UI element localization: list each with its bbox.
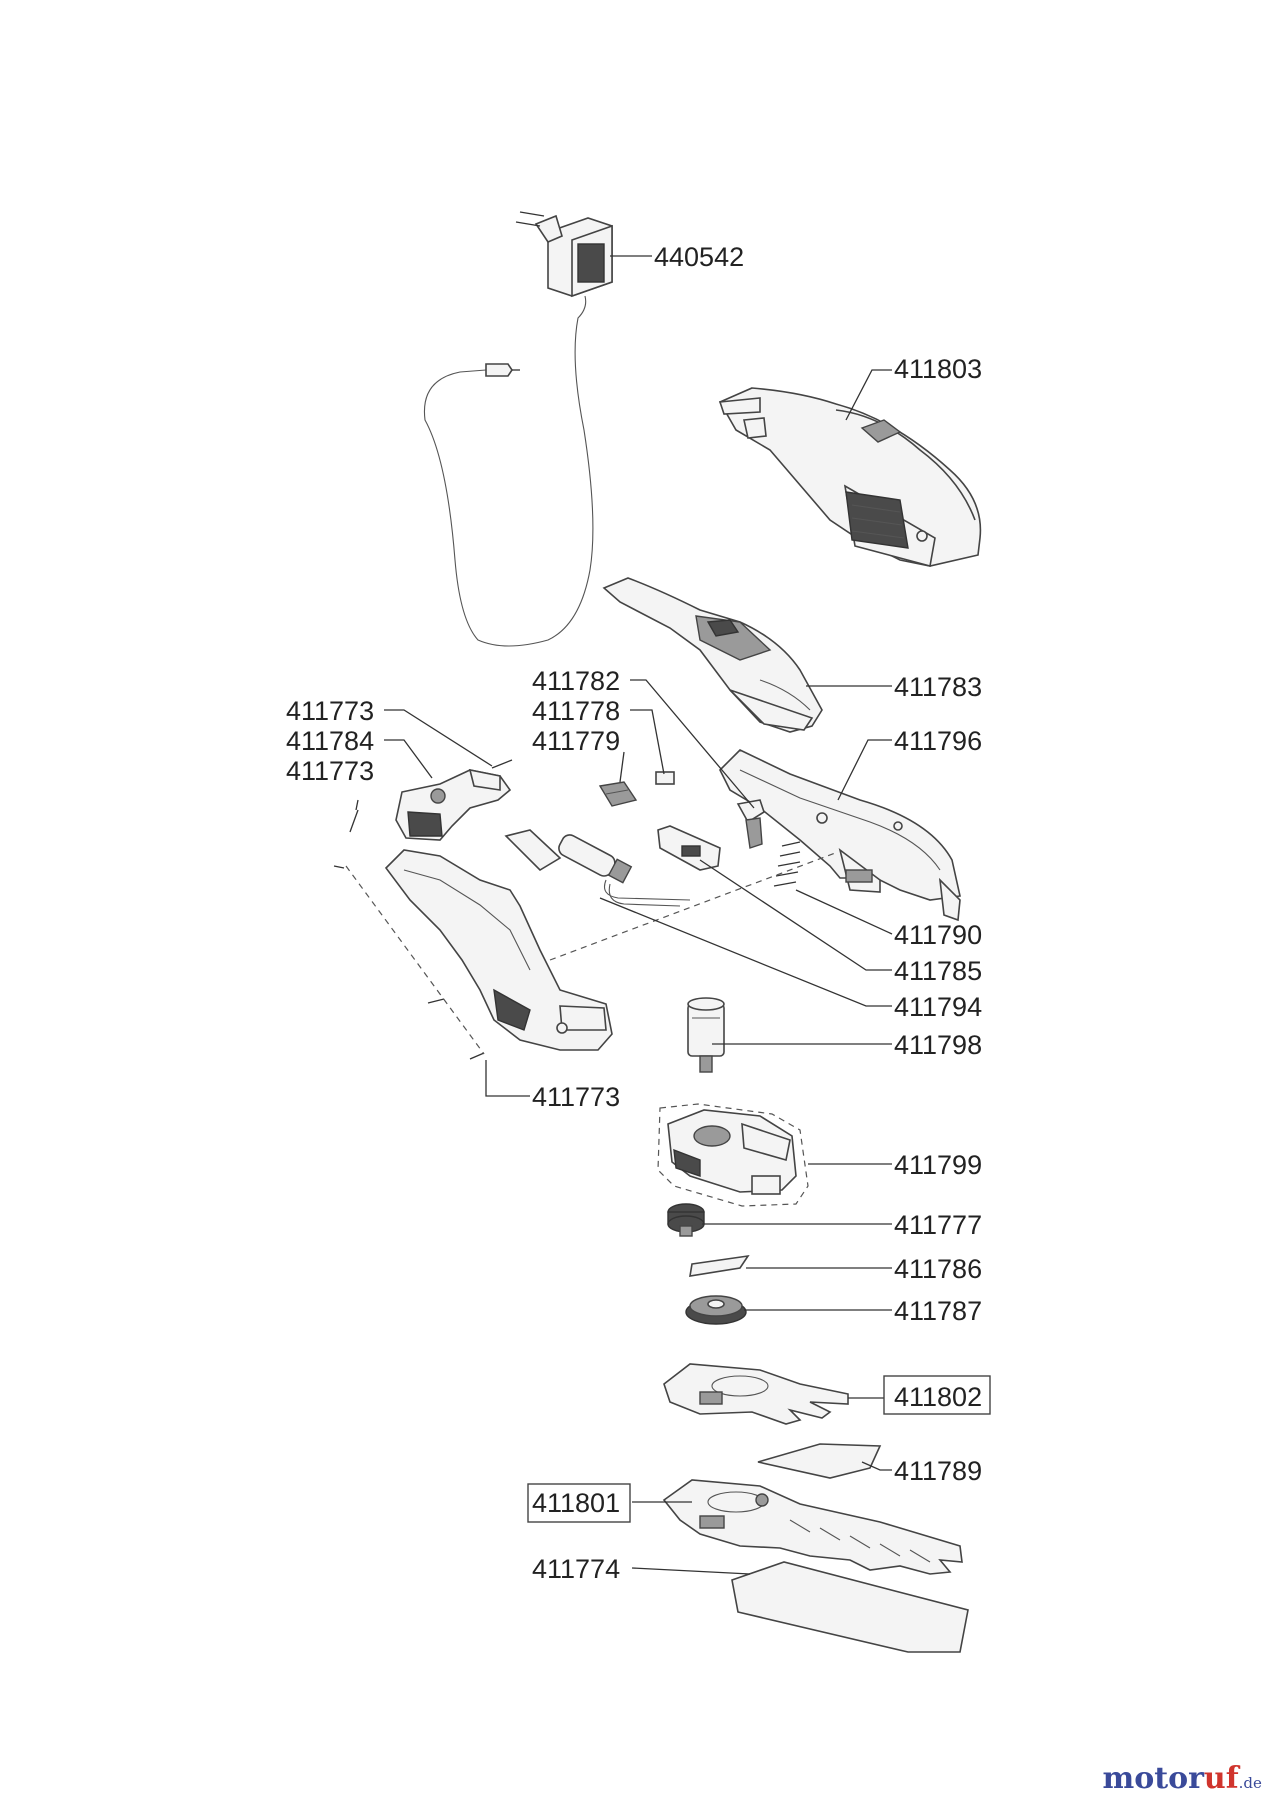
label-411773-mid: 411773 <box>286 756 374 786</box>
label-411794: 411794 <box>894 992 982 1022</box>
assembly-dashed-lines <box>345 851 839 1055</box>
label-411784: 411784 <box>286 726 374 756</box>
motor-assembly-illustration <box>504 825 801 907</box>
watermark-logo: motoruf.de <box>1102 1761 1262 1796</box>
label-411779: 411779 <box>532 726 620 756</box>
label-411773-top: 411773 <box>286 696 374 726</box>
watermark-suffix: .de <box>1239 1774 1262 1792</box>
hedge-blade-illustration <box>662 1479 963 1575</box>
grass-blade-illustration <box>663 1363 849 1425</box>
housing-complete-illustration <box>718 387 982 567</box>
motor-illustration <box>687 997 725 1073</box>
blade-guard-illustration <box>757 1443 882 1479</box>
label-411778: 411778 <box>532 696 620 726</box>
housing-left-shell-illustration <box>384 849 613 1051</box>
label-411790: 411790 <box>894 920 982 950</box>
label-box-411801 <box>527 1483 631 1523</box>
watermark-brand-part2: uf <box>1204 1761 1241 1796</box>
upper-cover-illustration <box>602 577 823 733</box>
gearbox-illustration <box>657 1103 809 1207</box>
label-411773-bottom: 411773 <box>532 1082 620 1112</box>
label-411799: 411799 <box>894 1150 982 1180</box>
label-411789: 411789 <box>894 1456 982 1486</box>
label-440542: 440542 <box>654 242 744 272</box>
label-411802: 411802 <box>894 1382 982 1412</box>
label-411774: 411774 <box>532 1554 620 1584</box>
label-411798: 411798 <box>894 1030 982 1060</box>
svg-text:motoruf.de: motoruf.de <box>1102 1761 1262 1796</box>
gear-wheel-illustration <box>685 1295 747 1325</box>
part-labels: 440542 411803 411783 411796 411782 41177… <box>286 242 991 1584</box>
hedge-blade-guard-illustration <box>731 1561 969 1653</box>
label-411796: 411796 <box>894 726 982 756</box>
label-411785: 411785 <box>894 956 982 986</box>
thin-plate-illustration <box>689 1254 750 1277</box>
gear-knob-illustration <box>667 1203 705 1237</box>
label-411787: 411787 <box>894 1296 982 1326</box>
switch-frame-illustration <box>395 768 512 841</box>
label-411801: 411801 <box>532 1488 620 1518</box>
label-411777: 411777 <box>894 1210 982 1240</box>
label-411782: 411782 <box>532 666 620 696</box>
watermark-brand-part1: motor <box>1102 1761 1205 1796</box>
label-411783: 411783 <box>894 672 982 702</box>
label-411803: 411803 <box>894 354 982 384</box>
housing-right-shell-illustration <box>719 749 961 922</box>
screw-illustrations <box>333 759 513 1060</box>
label-box-411802 <box>883 1375 991 1415</box>
label-411786: 411786 <box>894 1254 982 1284</box>
small-parts-illustration <box>598 771 765 849</box>
charger-illustration <box>423 211 613 647</box>
leader-lines <box>355 255 893 1575</box>
